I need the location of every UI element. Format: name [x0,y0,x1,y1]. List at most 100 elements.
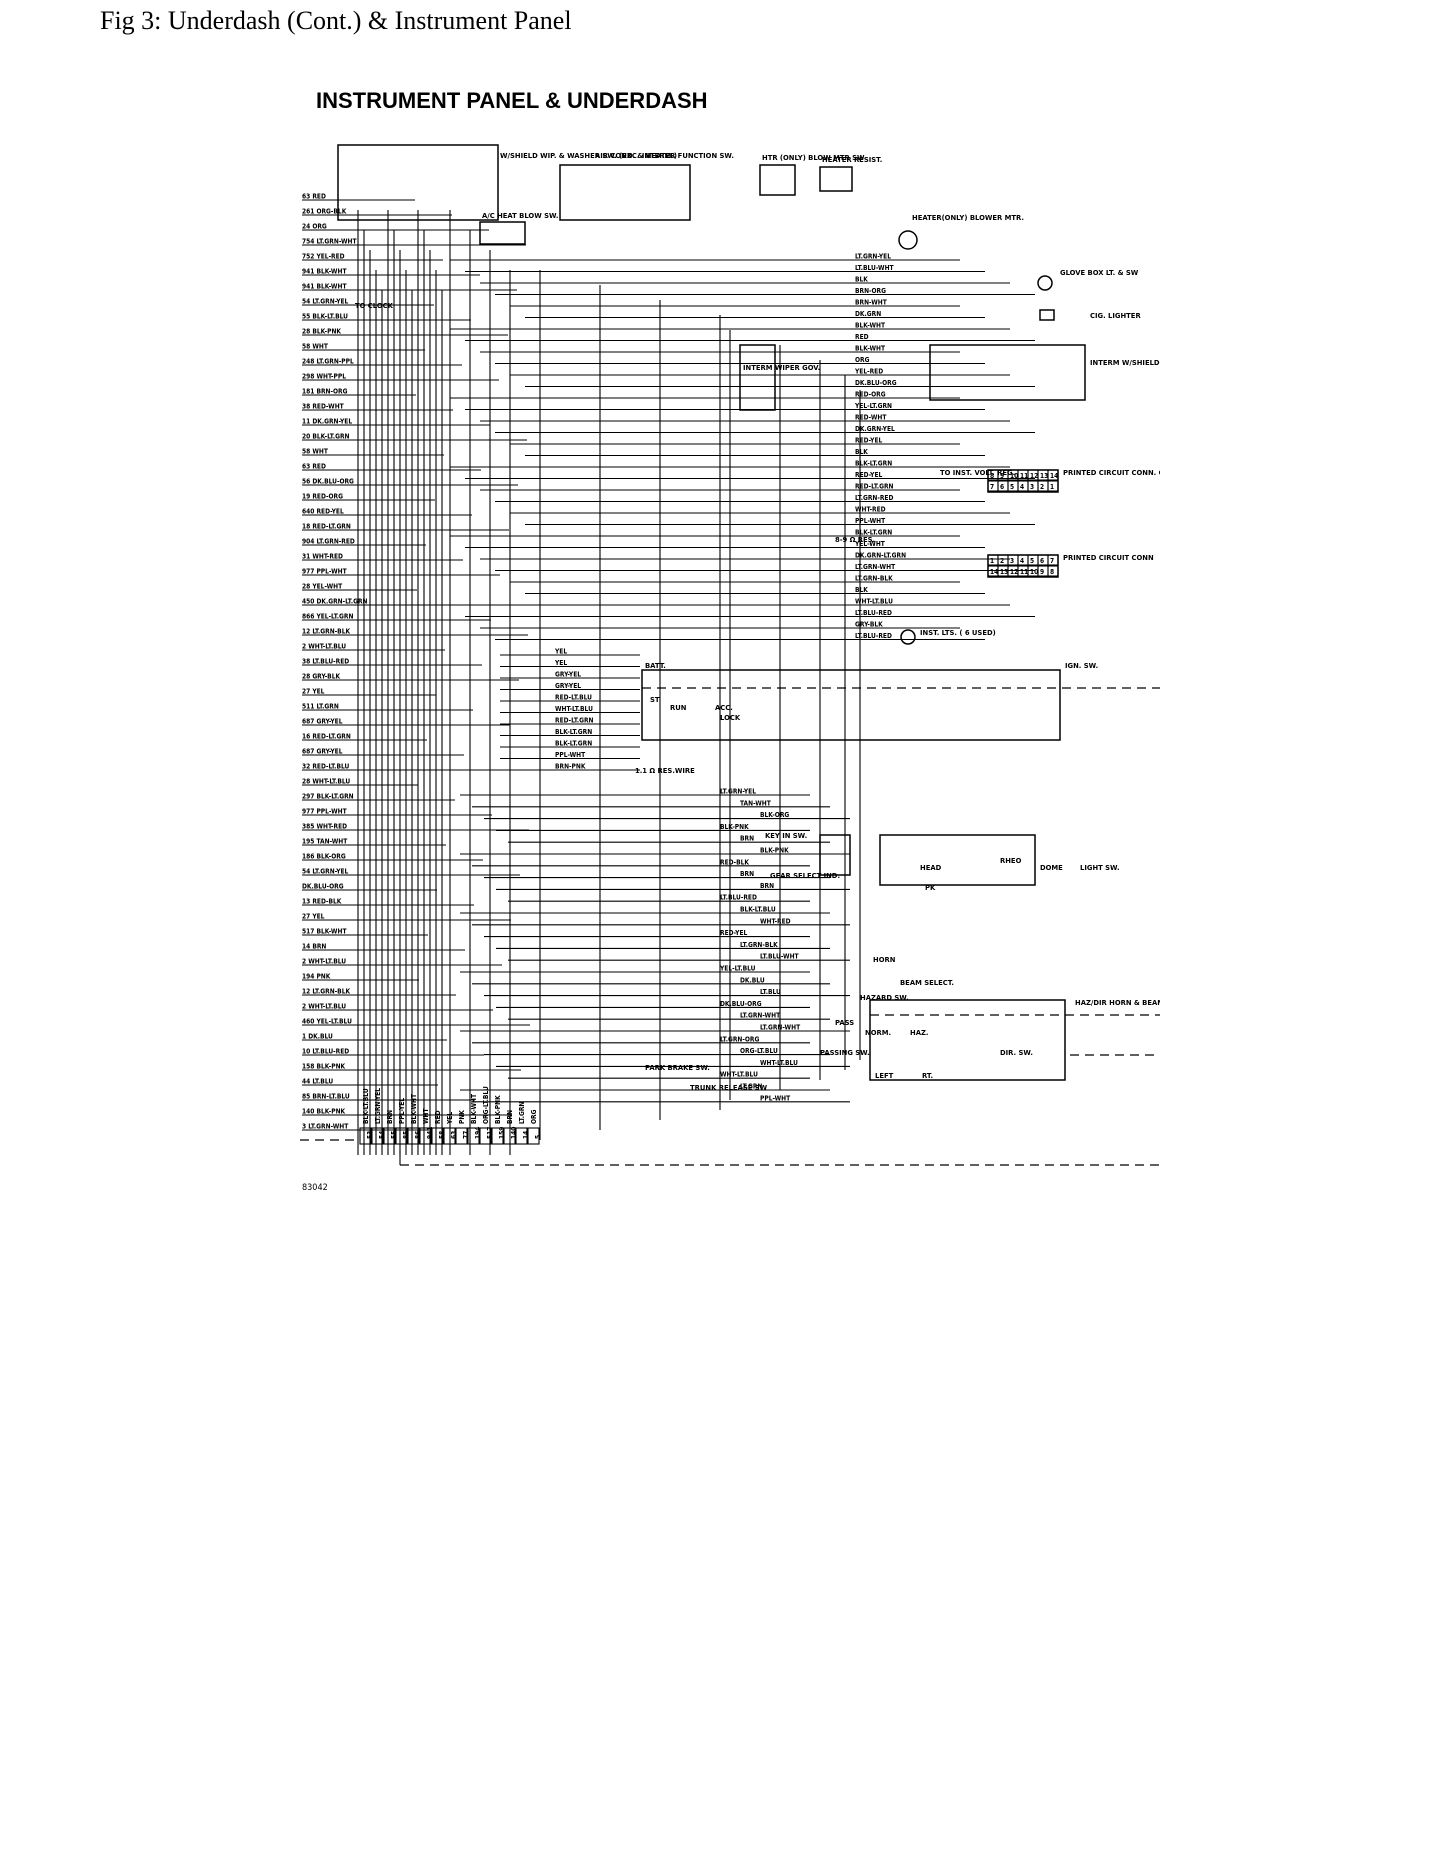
left-wire-label: 63 RED [302,193,326,201]
bottom-connector-color: LT.GRN-YEL [374,1088,382,1124]
left-wire-label: 977 PPL-WHT [302,568,348,576]
bottom-connector-color: YEL [446,1112,454,1125]
right-wire-label: LT.GRN-WHT [855,563,896,571]
bottom-connector-number: 85 [402,1131,410,1139]
cig-lighter-symbol [1039,309,1055,321]
interm-wiper-gov-box [739,344,776,411]
left-wire-label: 14 BRN [302,943,326,951]
bottom-connector-cell [431,1127,444,1145]
to-clock-label: TO CLOCK [355,302,394,310]
ga-bottom-pin-number: 6 [1000,483,1004,491]
rheo-label: RHEO [1000,857,1022,865]
interm-wiper-sw-box [929,344,1086,401]
left-wire-label: 24 ORG [302,223,327,231]
left-wire-label: 28 BLK-PNK [302,328,341,336]
left-wire-label: 16 RED-LT.GRN [302,733,351,741]
left-wire-label: 2 WHT-LT.BLU [302,958,346,966]
pc-bottom-pin-number: 10 [1030,568,1038,576]
right-wire-label: WHT-LT.BLU [855,598,893,606]
wiper-switch-label: W/SHIELD WIP. & WASHER SW. (EXC. INTERM.… [500,152,677,160]
ac-function-switch-label: AIR COND. & HEATER FUNCTION SW. [595,152,734,160]
bottom-connector-cell [443,1127,456,1145]
left-wire-label: 181 BRN-ORG [302,388,348,396]
light-sw-label: LIGHT SW. [1080,864,1120,872]
bottom-connector-number: 54 [378,1131,386,1139]
left-wire-label: 752 YEL-RED [302,253,345,261]
bottom-connector-cell [467,1127,480,1145]
pc-bottom-pin-number: 14 [990,568,998,576]
middle-wire-label: YEL [554,659,567,667]
lower-wire-label: BRN [740,835,754,843]
right-wire-label: LT.BLU-WHT [855,264,895,272]
ac-function-switch-box [559,164,691,221]
left-wire-label: 158 BLK-PNK [302,1063,346,1071]
left-wire-label: 687 GRY-YEL [302,718,343,726]
vertical-bus-group [357,210,861,1155]
left-wire-label: 140 BLK-PNK [302,1108,346,1116]
haz-label: HAZ. [910,1029,928,1037]
interm-wiper-gov-label: INTERM WIPER GOV. [743,364,820,372]
lower-wire-label: BLK-LT.BLU [740,906,776,914]
middle-wire-label: GRY-YEL [555,671,581,679]
bottom-connector-number: 159 [498,1127,506,1139]
heater-blow-sw-box [759,164,796,196]
right-wire-label: RED-LT.GRN [855,483,894,491]
bottom-connector-cell [479,1127,492,1145]
hazard-sw-label: HAZARD SW. [860,994,909,1002]
ign-sw-label: IGN. SW. [1065,662,1098,670]
cig-lighter-label: CIG. LIGHTER [1090,312,1141,320]
left-wire-label: 32 RED-LT.BLU [302,763,350,771]
right-wire-label: GRY-BLK [855,621,883,629]
middle-wire-label: BRN-PNK [555,763,586,771]
lower-wire-label: LT.BLU [760,988,781,996]
right-wire-group: LT.GRN-YELLT.BLU-WHTBLKBRN-ORGBRN-WHTDK.… [450,253,1035,641]
right-wire-label: LT.BLU-RED [855,632,892,640]
bottom-connector-color: PNK [458,1110,466,1124]
ga-bottom-pin-cell [1047,480,1059,492]
pc-top-pin-cell [1047,554,1059,566]
diagram-title: INSTRUMENT PANEL & UNDERDASH [316,88,708,113]
right-wire-label: BLK [855,586,868,594]
pc-top-pin-number: 3 [1010,557,1014,565]
drawing-number: 83042 [302,1183,328,1193]
lower-wire-label: BLK-PNK [720,823,749,831]
pc-top-pin-number: 6 [1040,557,1044,565]
batt-label: BATT. [645,662,666,670]
lower-wire-label: PPL-WHT [760,1094,791,1102]
right-wire-label: DK.BLU-ORG [855,379,897,387]
left-wire-label: 58 WHT [302,448,329,456]
resistor-label: 8-9 Ω RES. [835,536,875,544]
middle-wire-label: RED-LT.BLU [555,694,592,702]
left-wire-label: 20 BLK-LT.GRN [302,433,350,441]
pc-bottom-pin-number: 9 [1040,568,1044,576]
haz-dir-switch-box [869,999,1066,1081]
left-wire-label: 27 YEL [302,688,325,696]
left-wire-label: 54 LT.GRN-YEL [302,868,349,876]
bottom-connector-color: PPL-YEL [398,1098,406,1124]
park-brake-label: PARK BRAKE SW. [645,1064,710,1072]
right-wire-label: DK.GRN-LT.GRN [855,552,906,560]
bottom-connector-color: BLK-WHT [470,1093,478,1124]
left-wire-label: 44 LT.BLU [302,1078,333,1086]
printed-circuit-ga-label: PRINTED CIRCUIT CONN. GA. W/AMMETER [1063,469,1160,477]
ga-top-pin-number: 14 [1050,472,1058,480]
bottom-connector-cell [491,1127,504,1145]
right-wire-label: RED-YEL [855,437,883,445]
bottom-connector-number: 53 [366,1131,374,1139]
left-label: LEFT [875,1072,894,1080]
bottom-connector-color: BLK-LT.BLU [362,1088,370,1124]
wiper-switch-box [337,144,499,221]
lower-wire-label: LT.GRN-ORG [720,1035,759,1043]
left-wire-label: 248 LT.GRN-PPL [302,358,354,366]
right-wire-label: BRN-ORG [855,287,886,295]
lower-wire-label: LT.GRN-BLK [740,941,778,949]
left-wire-label: 28 GRY-BLK [302,673,340,681]
right-wire-label: BLK-LT.GRN [855,529,892,537]
bottom-connector-group: 53BLK-LT.BLU54LT.GRN-YEL55BRN85PPL-YEL86… [359,1086,542,1145]
right-wire-label: LT.GRN-YEL [855,253,891,261]
bottom-connector-number: 194 [474,1127,482,1139]
middle-wire-label: YEL [554,648,567,656]
pc-top-pin-number: 7 [1050,557,1054,565]
middle-wire-group: YELYELGRY-YELGRY-YELRED-LT.BLUWHT-LT.BLU… [500,648,640,771]
left-wire-label: 941 BLK-WHT [302,283,347,291]
